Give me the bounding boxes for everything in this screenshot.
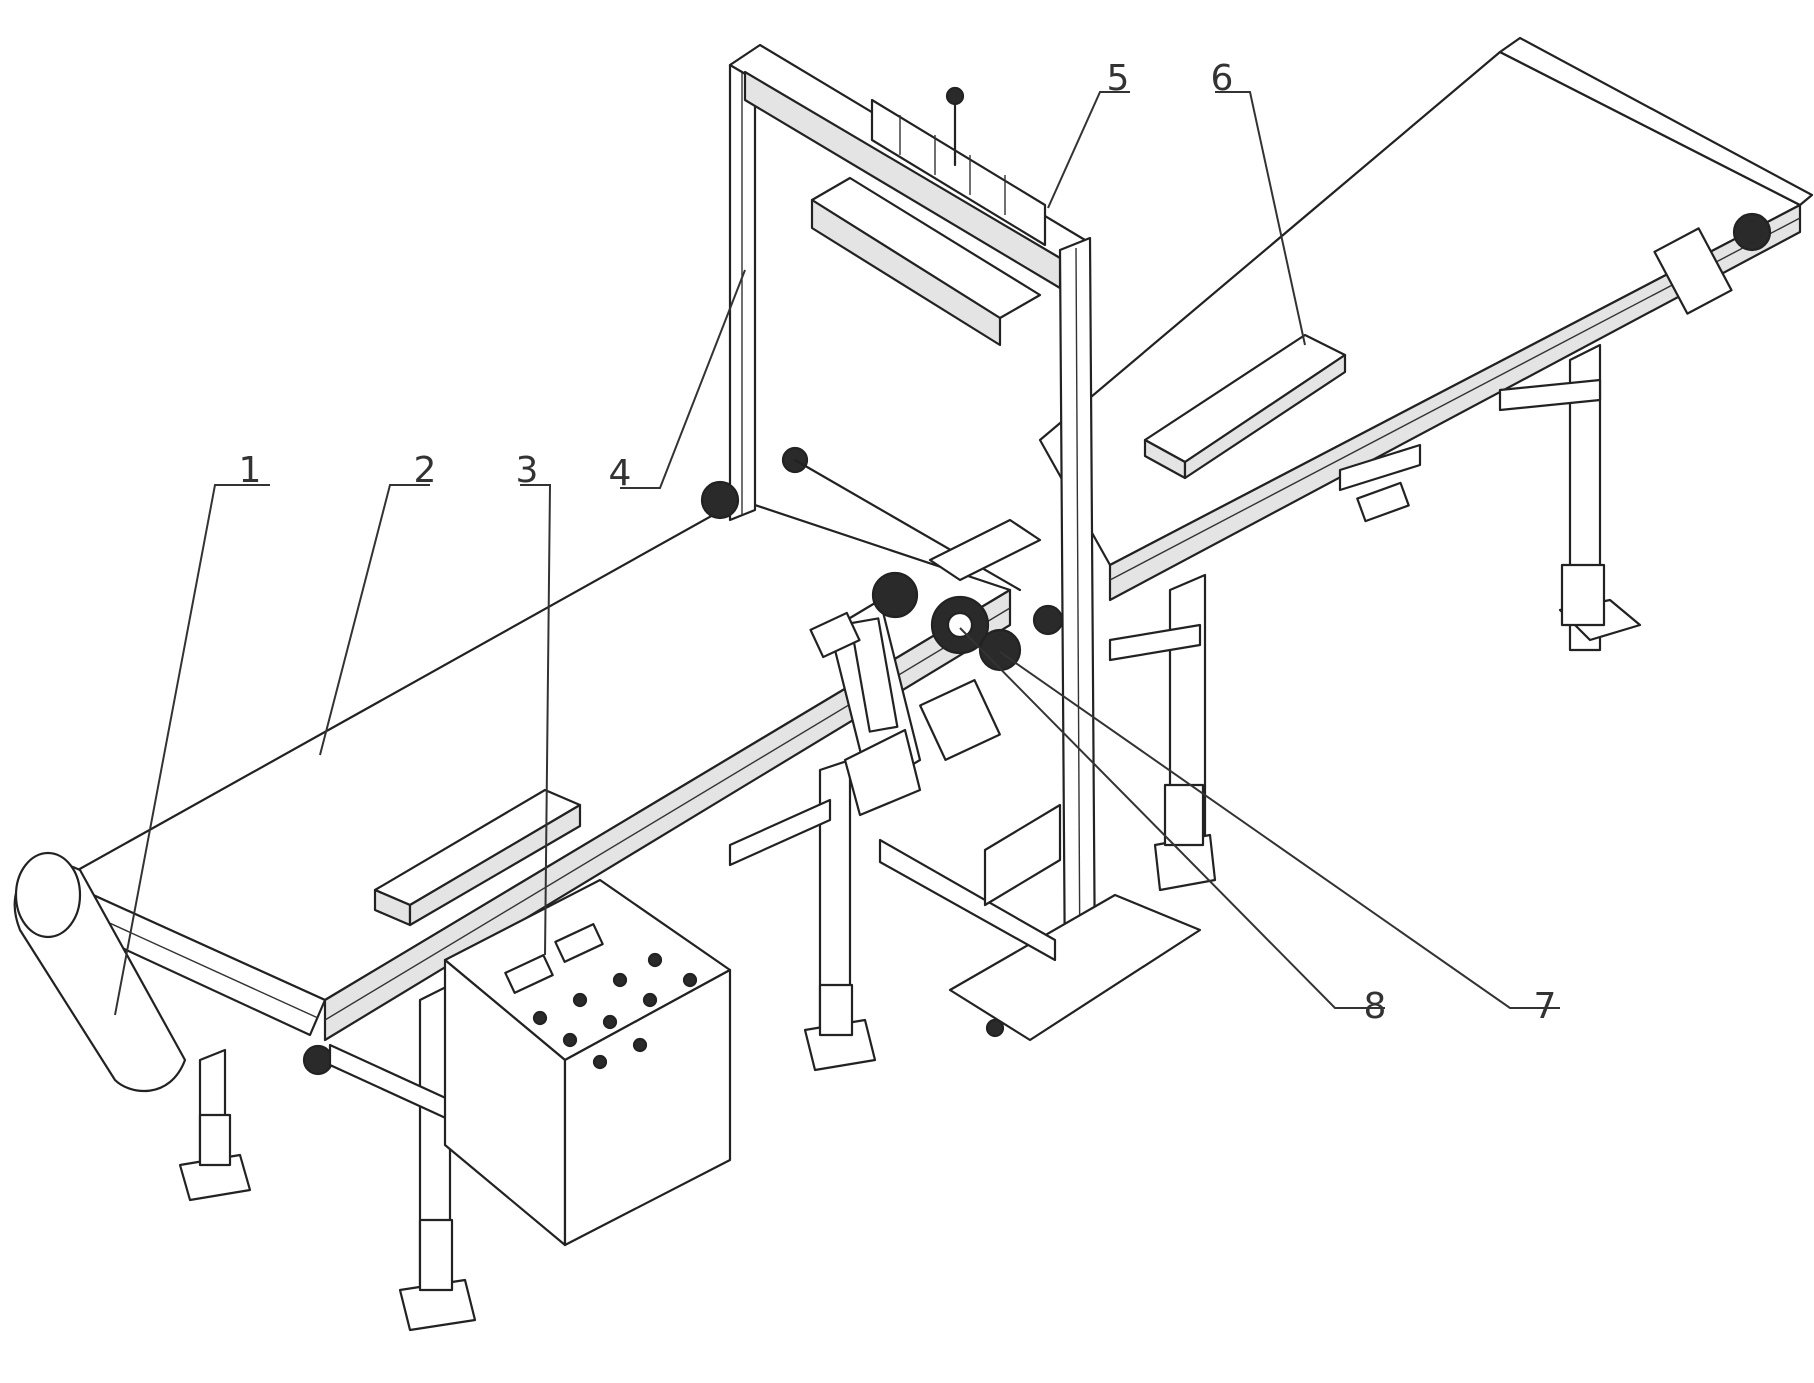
callout-label-8: 8 [1364, 986, 1387, 1027]
leader-7 [999, 651, 1560, 1009]
gantry-frame [700, 43, 1202, 1042]
far-conveyor [1038, 36, 1814, 892]
gear-mechanism [809, 518, 1042, 817]
callout-label-5: 5 [1107, 58, 1130, 99]
callout-leaders [114, 91, 1560, 1016]
callout-label-4: 4 [609, 453, 632, 494]
control-box [443, 878, 732, 1247]
leader-6 [1215, 91, 1306, 346]
leader-8 [959, 627, 1385, 1009]
leader-1 [114, 484, 270, 1016]
callout-labels: 1 2 3 4 5 6 7 8 [239, 58, 1557, 1027]
leader-5 [1047, 91, 1130, 209]
callout-label-7: 7 [1534, 986, 1557, 1027]
callout-label-2: 2 [414, 450, 437, 491]
callout-label-6: 6 [1211, 58, 1234, 99]
leader-4 [620, 269, 746, 489]
leader-3 [520, 484, 552, 956]
near-conveyor [13, 498, 1012, 1332]
leader-2 [319, 484, 430, 756]
callout-label-3: 3 [516, 450, 539, 491]
callout-label-1: 1 [239, 450, 262, 491]
